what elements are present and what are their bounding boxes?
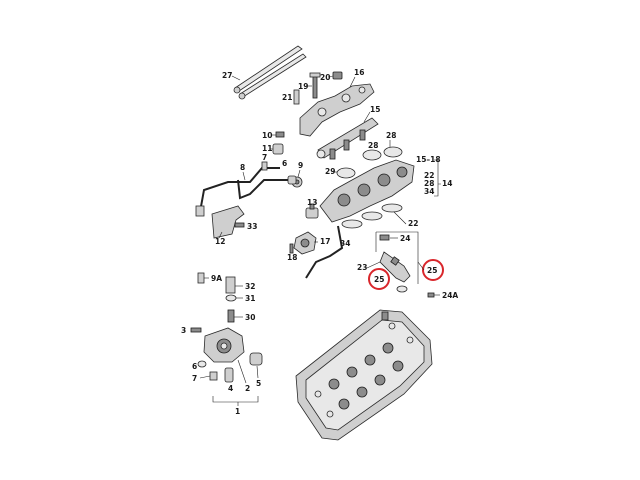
part-16-cover[interactable] (299, 83, 375, 137)
label-8: 8 (240, 163, 245, 172)
part-6-seal[interactable] (197, 360, 207, 368)
label-25a: 25 (374, 275, 384, 284)
label-21: 21 (282, 93, 292, 102)
label-23: 23 (357, 263, 367, 272)
label-22a: 22 (424, 171, 434, 180)
label-16: 16 (354, 68, 364, 77)
part-31[interactable] (225, 294, 237, 302)
part-3-pump-bolt[interactable] (190, 327, 202, 333)
label-2: 2 (245, 384, 250, 393)
label-19: 19 (298, 82, 308, 91)
label-1: 1 (235, 407, 240, 416)
label-17: 17 (320, 237, 330, 246)
label-18: 18 (287, 253, 297, 262)
part-25-seal-left[interactable] (368, 268, 390, 290)
label-25b: 25 (427, 266, 437, 275)
label-31: 31 (245, 294, 255, 303)
label-28a: 28 (368, 141, 378, 150)
label-11: 11 (262, 144, 272, 153)
label-22b: 22 (408, 219, 418, 228)
label-34b: 34 (340, 239, 350, 248)
part-10[interactable] (275, 131, 285, 138)
cylinder-head[interactable] (295, 309, 433, 441)
part-25-seal-right[interactable] (422, 259, 444, 281)
label-6: 6 (282, 159, 287, 168)
part-28-gaskets[interactable] (362, 146, 403, 161)
label-7b: 7 (192, 374, 197, 383)
label-24: 24 (400, 234, 410, 243)
label-6b: 6 (192, 362, 197, 371)
part-15-fuel-rail[interactable] (316, 117, 379, 160)
part-24A-clip[interactable] (427, 292, 435, 298)
label-28c: 28 (424, 179, 434, 188)
label-12: 12 (215, 237, 225, 246)
part-4-ring[interactable] (224, 367, 234, 383)
label-29: 29 (325, 167, 335, 176)
part-30[interactable] (227, 309, 235, 323)
part-23-injector[interactable] (379, 251, 411, 293)
part-27-pipes[interactable] (233, 45, 307, 100)
part-6[interactable] (287, 175, 297, 185)
label-13: 13 (307, 198, 317, 207)
part-24-clamp[interactable] (379, 234, 390, 241)
label-27: 27 (222, 71, 232, 80)
part-21[interactable] (293, 89, 300, 105)
label-5: 5 (256, 379, 261, 388)
part-5-cup[interactable] (249, 352, 263, 366)
part-pump-body[interactable] (203, 327, 245, 363)
label-7: 7 (262, 153, 267, 162)
part-7[interactable] (261, 161, 268, 171)
part-17-valve[interactable] (293, 231, 317, 255)
label-28b: 28 (386, 131, 396, 140)
part-12-bracket[interactable] (211, 205, 245, 239)
part-34-hose[interactable] (305, 225, 344, 279)
label-33: 33 (247, 222, 257, 231)
part-22-gaskets[interactable] (341, 203, 403, 229)
part-7-connector[interactable] (209, 371, 218, 381)
label-3: 3 (181, 326, 186, 335)
label-15-18: 15–18 (416, 155, 441, 164)
label-30: 30 (245, 313, 255, 322)
label-10: 10 (262, 131, 272, 140)
label-4: 4 (228, 384, 233, 393)
part-33-bolt[interactable] (234, 222, 245, 228)
part-9A[interactable] (197, 272, 205, 284)
part-11[interactable] (272, 143, 284, 155)
part-14-intake-manifold[interactable] (319, 159, 415, 223)
part-18-bolt[interactable] (289, 243, 294, 254)
part-29-gasket[interactable] (336, 167, 356, 179)
label-20: 20 (320, 73, 330, 82)
label-9: 9 (298, 161, 303, 170)
part-32[interactable] (225, 276, 236, 294)
label-24A: 24A (442, 291, 458, 300)
label-34a: 34 (424, 187, 434, 196)
part-13-sensor[interactable] (305, 203, 319, 219)
label-14: 14 (442, 179, 452, 188)
label-32: 32 (245, 282, 255, 291)
part-20-nut[interactable] (332, 71, 343, 80)
part-19-bolt[interactable] (309, 72, 321, 99)
label-9A: 9A (211, 274, 222, 283)
part-8-fuel-line[interactable] (195, 167, 290, 217)
label-15: 15 (370, 105, 380, 114)
